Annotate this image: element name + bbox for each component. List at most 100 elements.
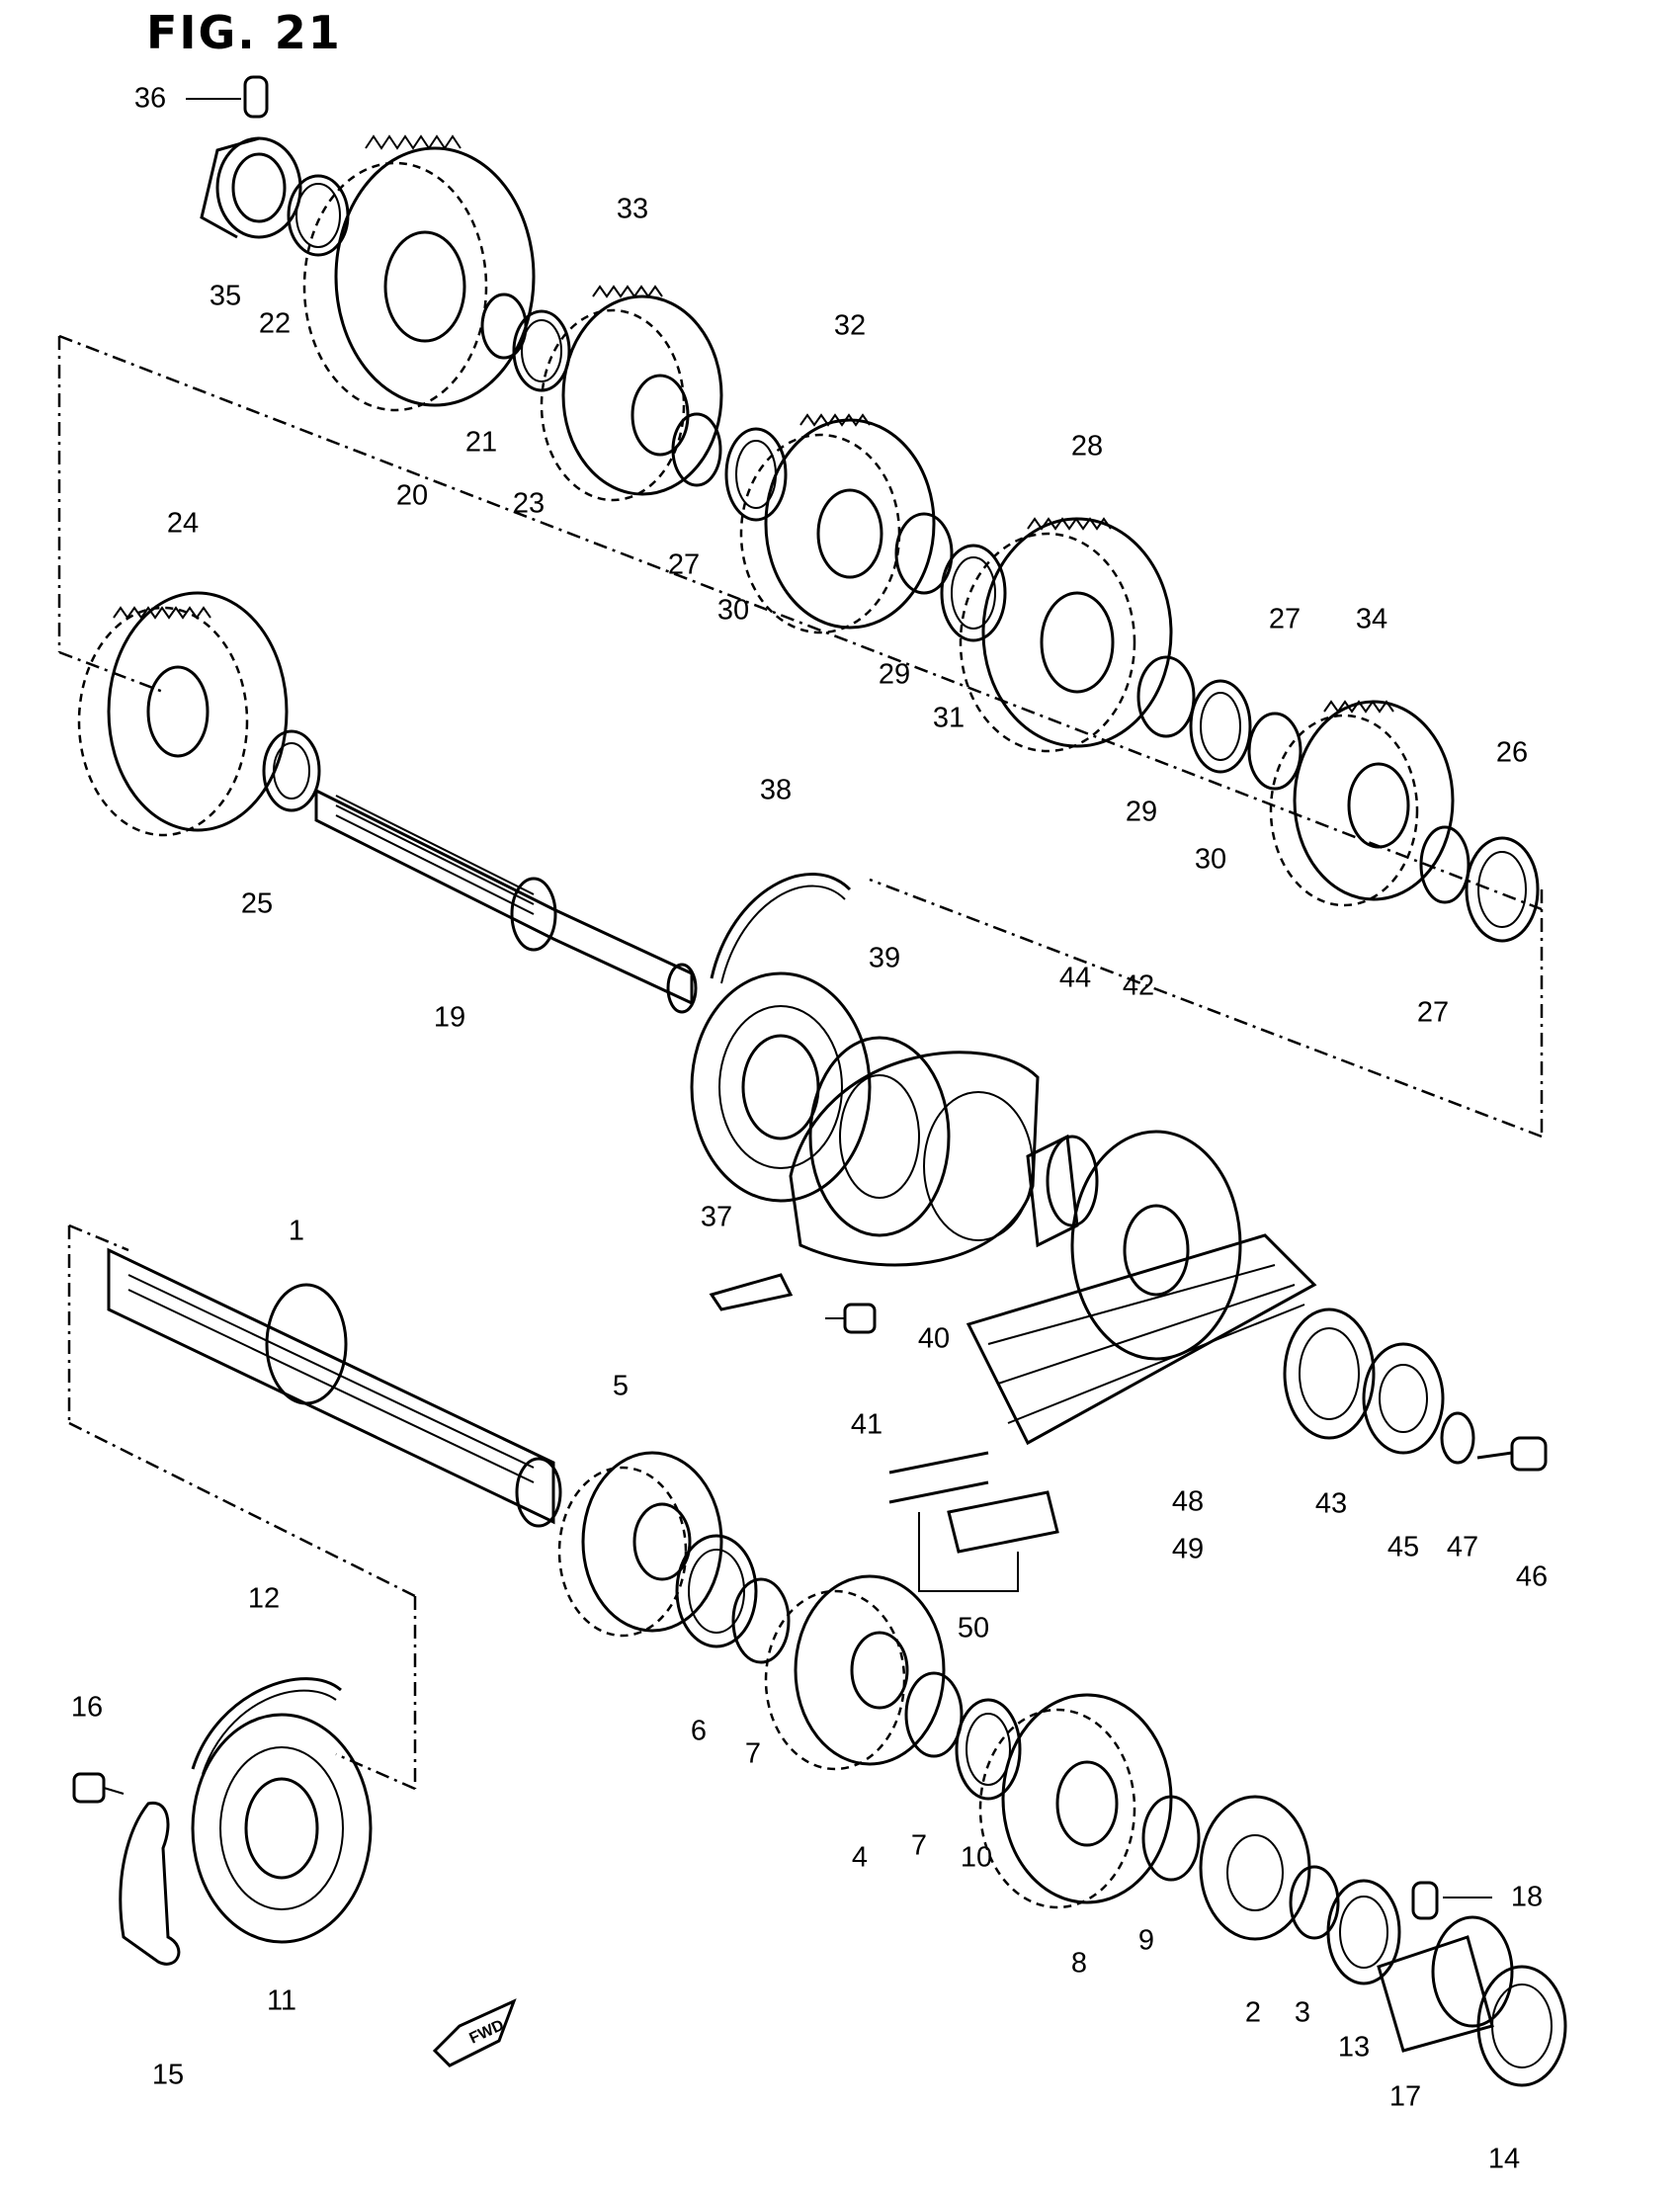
callout-33: 33 [616,193,649,225]
callout-23: 23 [512,487,546,520]
part-20-gear [302,134,536,412]
callout-35: 35 [209,280,242,312]
callout-14: 14 [1487,2143,1521,2175]
callout-3: 3 [1294,1996,1311,2029]
part-14-cap [1476,1965,1567,2087]
callout-20: 20 [395,479,429,512]
callout-22: 22 [258,307,292,340]
part-5-gear [557,1451,723,1638]
part-35-needle-bearing [200,136,302,239]
callout-42: 42 [1122,970,1155,1002]
callout-28: 28 [1070,430,1104,463]
part-48-49-chain [966,1233,1317,1446]
guide-lines [57,334,1544,1791]
callout-7: 7 [744,1737,762,1770]
callout-36: 36 [133,82,167,115]
callout-46: 46 [1515,1560,1549,1593]
part-11-bearing [191,1713,373,1944]
callout-50: 50 [957,1612,990,1645]
callout-44: 44 [1058,962,1092,994]
part-4-gear [764,1574,946,1771]
callout-18: 18 [1510,1881,1544,1913]
figure-title: FIG. 21 [146,6,342,59]
callout-27-3: 27 [1416,996,1450,1029]
callout-24: 24 [166,507,200,540]
callout-34: 34 [1355,603,1388,635]
part-40-plate [709,1051,1040,1311]
callout-17: 17 [1388,2080,1422,2113]
callout-29-2: 29 [1125,796,1158,828]
callout-1: 1 [288,1215,305,1247]
part-34-gear [1269,700,1455,907]
part-39-oil-seal [808,1036,951,1237]
part-41-bolt [825,1303,877,1334]
part-7-circlip [731,1577,791,1664]
fwd-direction-marker: FWD [432,1998,517,2067]
callout-25: 25 [240,887,274,920]
callout-27-2: 27 [1268,603,1302,635]
part-15-stopper [119,1801,181,1966]
part-8-gear [978,1693,1173,1909]
callout-16: 16 [70,1691,104,1724]
part-50-master-link [888,1451,1059,1592]
part-16-bolt [72,1772,125,1804]
callout-32: 32 [833,309,867,342]
part-1-shaft [107,1247,562,1528]
callout-37: 37 [700,1201,733,1233]
callout-47: 47 [1446,1531,1479,1563]
part-30-lock-washer-2 [1189,679,1252,774]
callout-41: 41 [850,1408,883,1441]
callout-30-2: 30 [1194,843,1227,876]
callout-6: 6 [690,1715,708,1747]
callout-4: 4 [851,1841,869,1874]
callout-49: 49 [1171,1533,1205,1565]
callout-5: 5 [612,1370,630,1402]
callout-29: 29 [878,658,911,691]
part-26-washer [1465,836,1540,943]
part-29-bushing [894,512,954,595]
part-38-half-ring [710,873,852,984]
part-42-sprocket [1070,1130,1242,1361]
part-24-gear [77,591,289,837]
part-36-pin [186,75,269,119]
callout-26: 26 [1495,736,1529,769]
callout-30: 30 [716,594,750,627]
part-19-shaft [314,788,698,1014]
part-3-circlip [1289,1865,1340,1940]
part-9-bushing [1141,1795,1201,1882]
part-23-ring [512,309,571,392]
part-43-washer [1283,1307,1376,1440]
callout-10: 10 [960,1841,993,1874]
part-10-lock-washer [955,1698,1022,1801]
callout-48: 48 [1171,1485,1205,1518]
part-44-collar [1026,1134,1099,1248]
part-27-circlip-3 [1419,825,1470,904]
part-45-nut [1362,1342,1445,1455]
callout-15: 15 [151,2059,185,2091]
part-27-circlip-2 [1247,712,1302,791]
part-25-collar [262,729,321,812]
callout-9: 9 [1137,1924,1155,1957]
part-37-bearing [690,971,872,1203]
callout-2: 2 [1244,1996,1262,2029]
part-47-washer [1440,1411,1475,1465]
callout-39: 39 [868,942,901,974]
callout-19: 19 [433,1001,466,1034]
callout-27: 27 [667,548,701,581]
part-18-pin [1411,1881,1492,1920]
callout-21: 21 [464,426,498,459]
part-31-lock-washer [940,544,1007,642]
callout-38: 38 [759,774,793,806]
callout-31: 31 [932,702,966,734]
callout-45: 45 [1386,1531,1420,1563]
part-13-oil-seal [1326,1879,1401,1985]
callout-40: 40 [917,1322,951,1355]
part-28-gear [959,517,1173,753]
callout-8: 8 [1070,1947,1088,1980]
callout-13: 13 [1337,2031,1371,2064]
part-12-half-ring [191,1677,342,1775]
callout-11: 11 [266,1984,297,2017]
part-29-bushing-2 [1136,655,1196,738]
callout-7-2: 7 [910,1829,928,1862]
